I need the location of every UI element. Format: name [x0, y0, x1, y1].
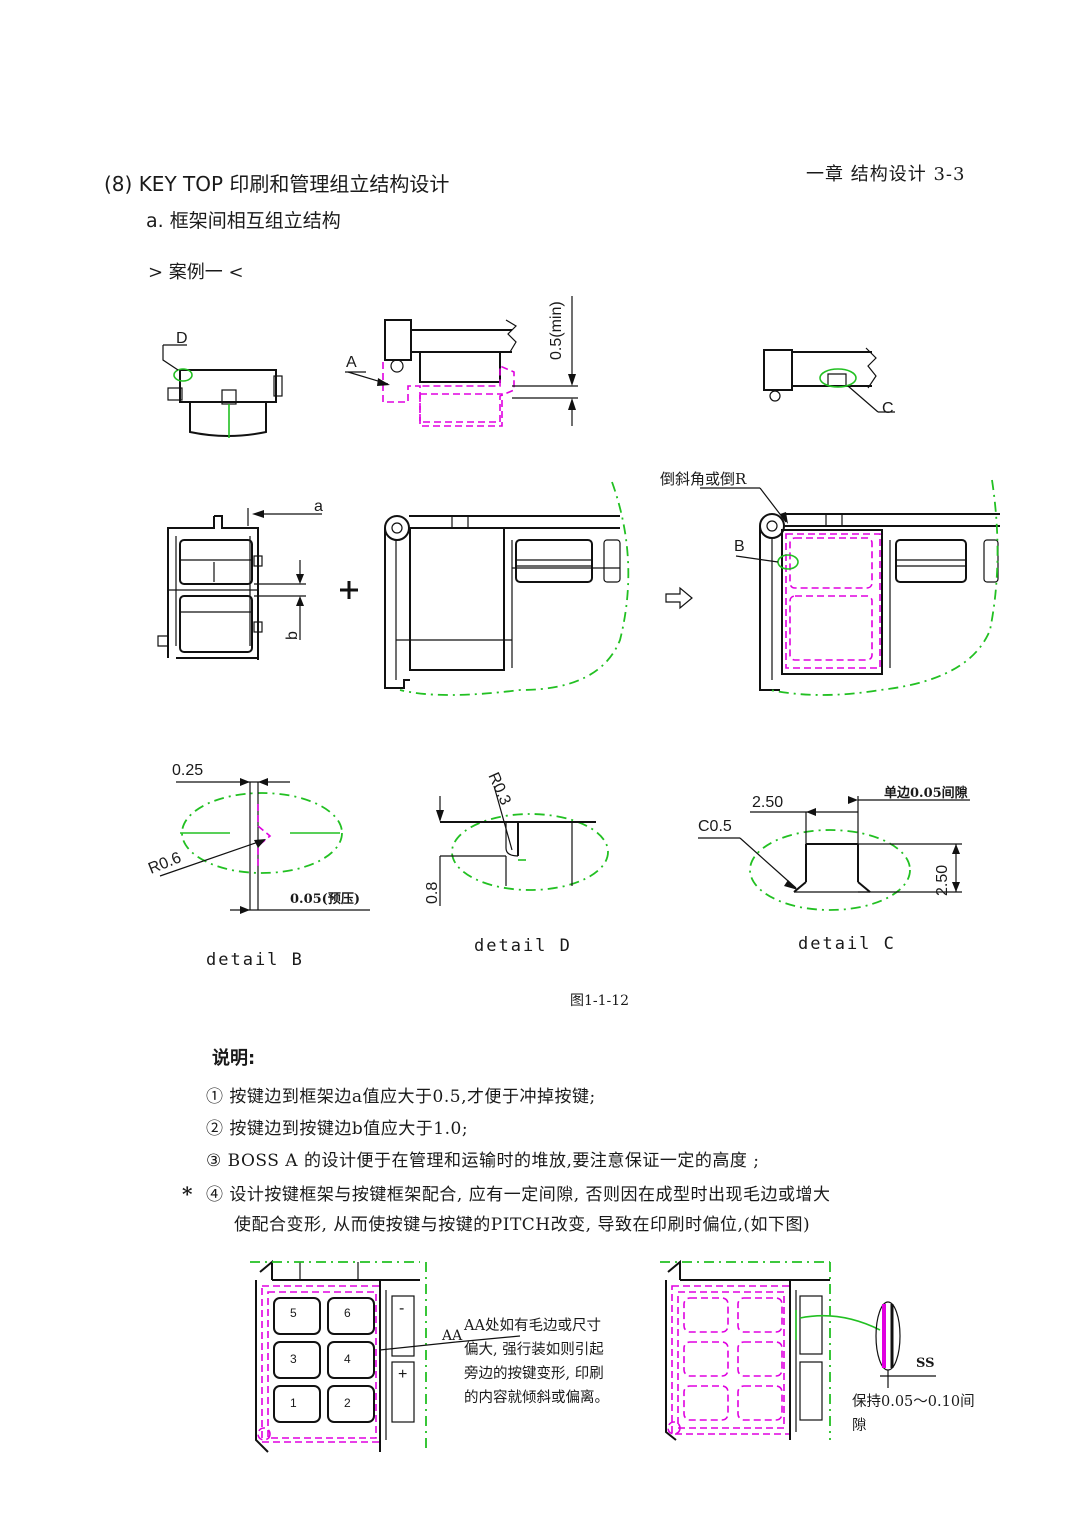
gap-keep-note: 保持0.05～0.10间隙 — [852, 1394, 975, 1434]
note-4: ④ 设计按键框架与按键框架配合, 应有一定间隙, 否则因在成型时出现毛边或增大 — [206, 1185, 831, 1205]
key-6: 6 — [344, 1306, 351, 1320]
stacked-assembly-a — [345, 296, 578, 427]
notes-heading: 说明: — [212, 1048, 256, 1069]
gap-note: 单边0.05间隙 — [884, 786, 968, 801]
dim-025: 0.25 — [172, 762, 204, 779]
dim-250-side: 2.50 — [934, 864, 951, 896]
label-min-dim: 0.5(min) — [548, 301, 565, 360]
aa-label: AA — [442, 1328, 463, 1344]
bottom-left-keypad — [250, 1259, 521, 1453]
plus-key: + — [398, 1366, 408, 1383]
chamfer-note: 倒斜角或倒R — [660, 470, 747, 488]
detail-c-drawing — [698, 796, 970, 911]
bottom-right-keypad — [660, 1259, 936, 1441]
chamfer-c05: C0.5 — [698, 818, 732, 835]
assembled-frame — [700, 479, 1000, 696]
label-c: C — [882, 400, 894, 417]
dim-08: 0.8 — [424, 881, 441, 904]
figure-caption: 图1-1-12 — [570, 993, 630, 1009]
key-frame-assembly — [384, 481, 630, 696]
label-b: B — [734, 538, 745, 555]
key-5: 5 — [290, 1306, 297, 1320]
chapter-label: 一章 结构设计 3-3 — [806, 164, 966, 185]
aa-note: AA处如有毛边或尺寸偏大, 强行装如则引起旁边的按键变形, 印刷的内容就倾斜或偏… — [464, 1318, 609, 1406]
frame-with-keys — [157, 508, 358, 660]
subsection-title: a. 框架间相互组立结构 — [146, 210, 341, 232]
detail-d-drawing — [436, 785, 609, 906]
preload-note: 0.05(预压) — [290, 892, 360, 907]
note-4-continued: 使配合变形, 从而使按键与按键的PITCH改变, 导致在印刷时偏位,(如下图) — [234, 1215, 811, 1235]
detail-d-label: detail D — [474, 936, 572, 956]
key-1: 1 — [290, 1396, 297, 1410]
result-arrow — [665, 586, 693, 610]
label-a: A — [346, 354, 357, 371]
key-side-view-d — [162, 344, 283, 438]
note-star: * — [182, 1182, 193, 1206]
note-1: ① 按键边到框架边a值应大于0.5,才便于冲掉按键; — [206, 1087, 596, 1107]
label-b-gap: b — [284, 631, 301, 640]
detail-c-label: detail C — [798, 934, 896, 954]
detail-b-drawing — [159, 778, 370, 914]
key-4: 4 — [344, 1352, 351, 1366]
key-3: 3 — [290, 1352, 297, 1366]
ss-label: SS — [916, 1356, 935, 1371]
dim-250-top: 2.50 — [752, 794, 784, 811]
note-2: ② 按键边到按键边b值应大于1.0; — [206, 1119, 469, 1139]
section-title: (8) KEY TOP 印刷和管理组立结构设计 — [104, 172, 450, 196]
label-d: D — [176, 330, 188, 347]
key-2: 2 — [344, 1396, 351, 1410]
side-view-c — [763, 347, 895, 413]
detail-b-label: detail B — [206, 950, 304, 970]
case-label: > 案例一 < — [148, 262, 244, 283]
minus-key: - — [399, 1300, 405, 1317]
label-a-gap: a — [314, 498, 323, 515]
note-3: ③ BOSS A 的设计便于在管理和运输时的堆放,要注意保证一定的高度 ; — [206, 1151, 760, 1171]
